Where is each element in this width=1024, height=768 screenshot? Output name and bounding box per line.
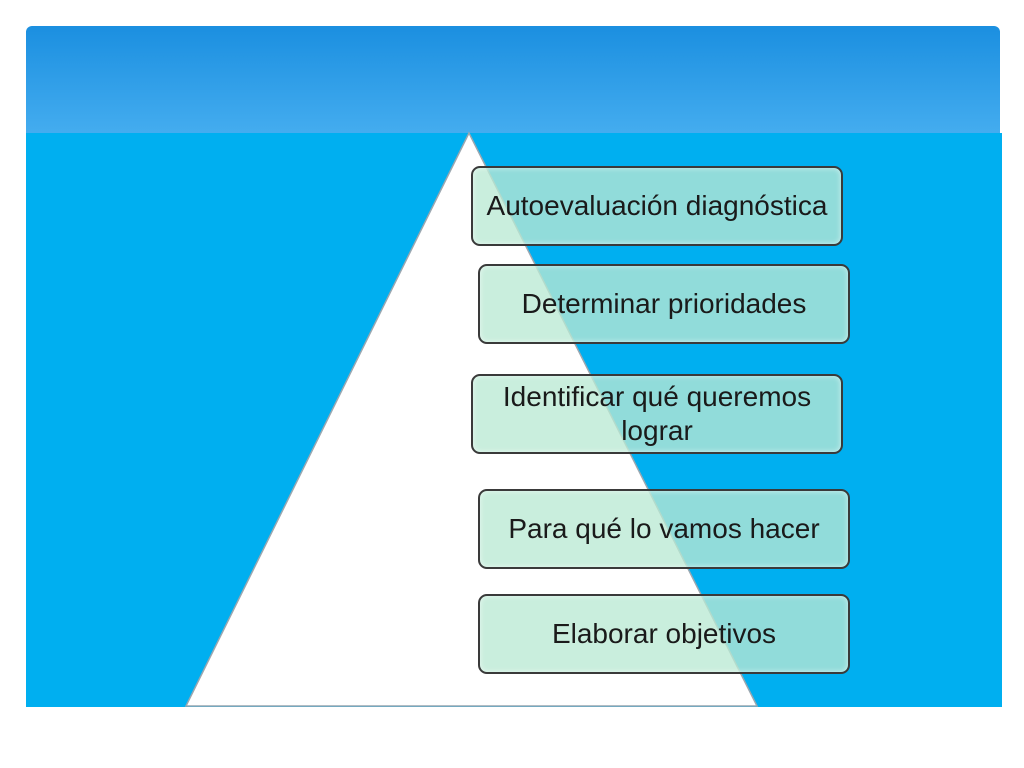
pyramid-step-1[interactable]: Autoevaluación diagnóstica bbox=[471, 166, 843, 246]
pyramid-step-3[interactable]: Identificar qué queremos lograr bbox=[471, 374, 843, 454]
pyramid-step-label: Elaborar objetivos bbox=[551, 618, 777, 649]
pyramid-step-2[interactable]: Determinar prioridades bbox=[478, 264, 850, 344]
pyramid-step-label: Autoevaluación diagnóstica bbox=[486, 190, 828, 221]
pyramid-step-label: Identificar qué queremos lograr bbox=[502, 381, 812, 446]
pyramid-step-label: Determinar prioridades bbox=[521, 288, 807, 319]
pyramid-step-label: Para qué lo vamos hacer bbox=[508, 513, 820, 544]
pyramid-step-4[interactable]: Para qué lo vamos hacer bbox=[478, 489, 850, 569]
pyramid-step-5[interactable]: Elaborar objetivos bbox=[478, 594, 850, 674]
